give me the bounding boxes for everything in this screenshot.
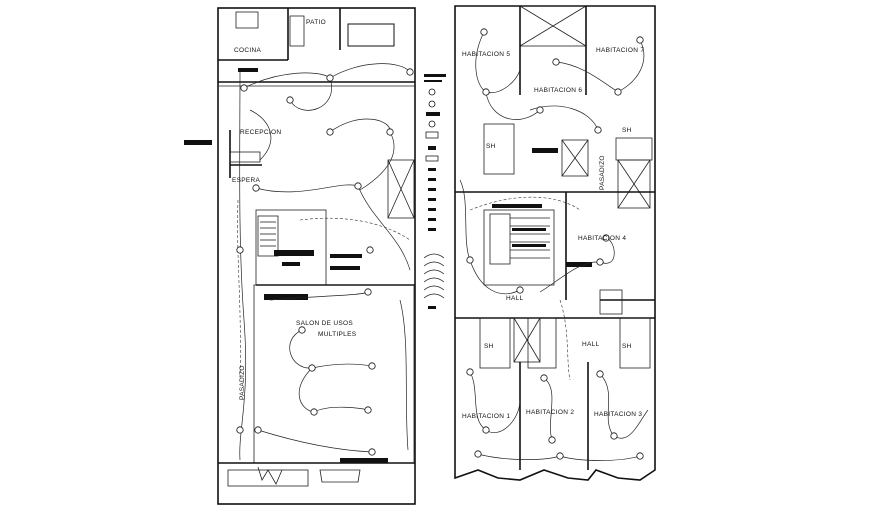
room-label-recepcion: RECEPCION (240, 129, 281, 136)
room-label-habitacion-7: HABITACION 7 (596, 47, 644, 54)
room-label-cocina: COCINA (234, 47, 261, 54)
lamp-symbols-left (236, 68, 414, 456)
room-label-pasadizo-left: PASADIZO (239, 365, 246, 400)
room-label-habitacion-1: HABITACION 1 (462, 413, 510, 420)
stair-treads-left (260, 221, 276, 247)
room-label-habitacion-5: HABITACION 5 (462, 51, 510, 58)
room-label-espera: ESPERA (232, 177, 261, 184)
room-label-pasadizo-right: PASADIZO (599, 155, 606, 190)
room-label-hall-1: HALL (506, 295, 524, 302)
room-label-habitacion-4: HABITACION 4 (578, 235, 626, 242)
right-floor-plan: HABITACION 5 HABITACION 6 HABITACION 7 H… (454, 5, 656, 481)
left-floor-plan: PATIO COCINA RECEPCION ESPERA SALON DE U… (184, 7, 416, 505)
room-label-salon-line2: MULTIPLES (318, 331, 357, 338)
room-label-hall-2: HALL (582, 341, 600, 348)
room-label-sh-1: SH (486, 143, 496, 150)
lamp-symbols-right (466, 28, 644, 460)
room-label-salon-line1: SALON DE USOS (296, 320, 353, 327)
room-label-patio: PATIO (306, 19, 326, 26)
room-label-sh-4: SH (622, 127, 632, 134)
room-label-habitacion-2: HABITACION 2 (526, 409, 574, 416)
room-label-sh-3: SH (622, 343, 632, 350)
room-label-habitacion-3: HABITACION 3 (594, 411, 642, 418)
legend-symbols (423, 74, 446, 309)
room-label-sh-2: SH (484, 343, 494, 350)
stair-treads-right (510, 217, 550, 259)
room-label-habitacion-6: HABITACION 6 (534, 87, 582, 94)
